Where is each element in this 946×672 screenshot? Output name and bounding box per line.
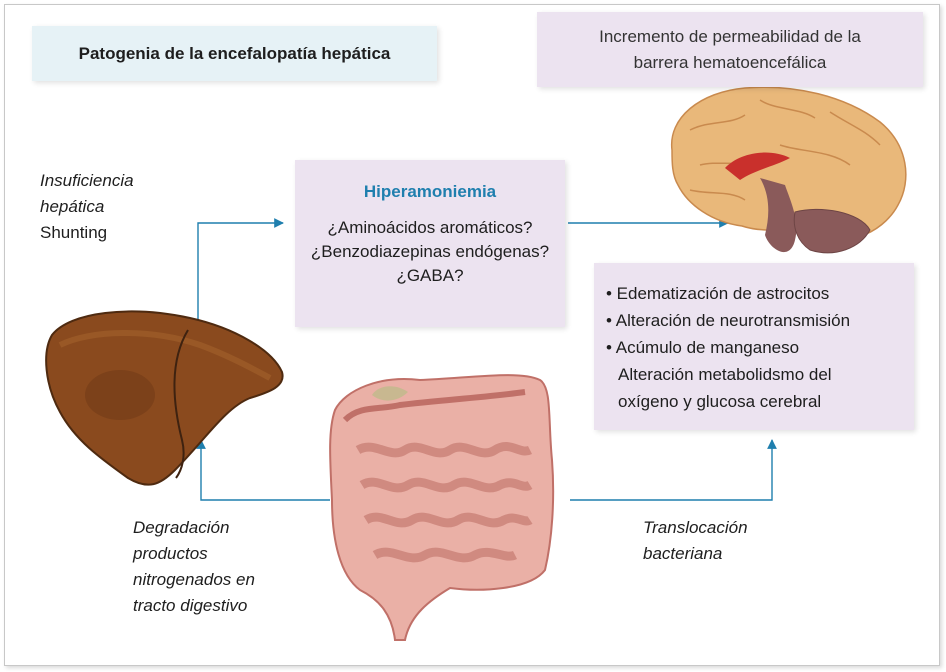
- diagram-title-box: Patogenia de la encefalopatía hepática: [32, 26, 437, 81]
- liver-cause-line-2: hepática: [40, 197, 105, 216]
- translocation-line-2: bacteriana: [643, 544, 723, 563]
- arrow-intestine-to-effects: [570, 439, 777, 501]
- degradation-label: Degradación productos nitrogenados en tr…: [133, 515, 255, 619]
- liver-cause-line-3: Shunting: [40, 223, 108, 242]
- degradation-line-3: nitrogenados en: [133, 570, 255, 589]
- effect-item: oxígeno y glucosa cerebral: [618, 392, 822, 411]
- intestine-illustration: [329, 374, 555, 641]
- arrow-liver-to-hyperammonemia: [197, 218, 284, 345]
- liver-illustration: [45, 310, 284, 486]
- effect-item: Alteración metabolidsmo del: [618, 365, 832, 384]
- hyperammonemia-line-1: ¿Aminoácidos aromáticos?: [327, 218, 533, 237]
- hyperammonemia-line-3: ¿GABA?: [396, 266, 464, 285]
- degradation-line-2: productos: [133, 544, 208, 563]
- hyperammonemia-title: Hiperamoniemia: [363, 182, 497, 201]
- translocation-label: Translocación bacteriana: [643, 515, 748, 567]
- effect-item: • Acúmulo de manganeso: [606, 338, 800, 357]
- permeability-line-2: barrera hematoencefálica: [633, 52, 827, 72]
- degradation-line-4: tracto digestivo: [133, 596, 248, 615]
- brain-illustration: [671, 86, 907, 254]
- effect-item: • Edematización de astrocitos: [606, 284, 830, 303]
- permeability-box: Incremento de permeabilidad de la barrer…: [537, 12, 923, 87]
- hyperammonemia-line-2: ¿Benzodiazepinas endógenas?: [310, 242, 550, 261]
- permeability-line-1: Incremento de permeabilidad de la: [599, 26, 861, 46]
- liver-cause-line-1: Insuficiencia: [40, 171, 134, 190]
- translocation-line-1: Translocación: [643, 518, 748, 537]
- liver-cause-label: Insuficiencia hepática Shunting: [40, 168, 134, 246]
- arrow-intestine-to-liver: [196, 439, 330, 501]
- hyperammonemia-box: Hiperamoniemia ¿Aminoácidos aromáticos? …: [295, 160, 565, 327]
- degradation-line-1: Degradación: [133, 518, 230, 537]
- diagram-title: Patogenia de la encefalopatía hepática: [78, 43, 391, 63]
- brain-effects-box: • Edematización de astrocitos • Alteraci…: [594, 263, 914, 430]
- effect-item: • Alteración de neurotransmisión: [606, 311, 851, 330]
